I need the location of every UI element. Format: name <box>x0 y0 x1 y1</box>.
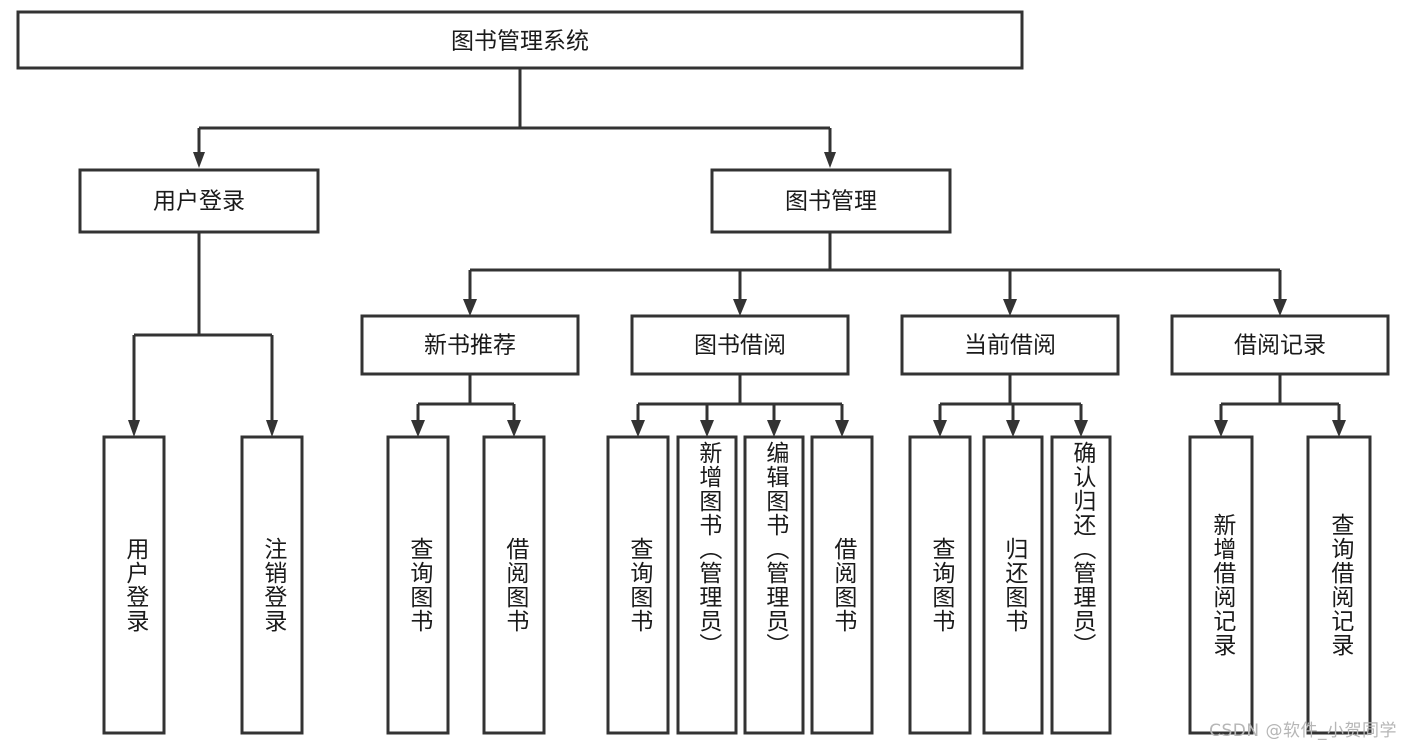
leaf-box-confirm-return-admin[interactable] <box>1050 435 1112 735</box>
connector-bookmgmt-to-level3 <box>463 232 1287 316</box>
node-root[interactable]: 图书管理系统 <box>16 10 1024 70</box>
leaf-box-logout[interactable] <box>240 435 304 735</box>
arrow-head-icon <box>1273 299 1287 316</box>
node-user-login-label: 用户登录 <box>153 189 245 215</box>
arrow-head-icon <box>700 420 714 437</box>
arrow-head-icon <box>733 299 747 316</box>
leaf-box-query-book-new[interactable] <box>386 435 450 735</box>
arrow-head-icon <box>266 420 278 437</box>
leaf-box-add-borrow-record[interactable] <box>1188 435 1254 735</box>
connector-current-to-leaves <box>933 374 1088 437</box>
arrow-head-icon <box>193 152 205 168</box>
leaf-box-query-borrow-record[interactable] <box>1306 435 1372 735</box>
connector-borrow-to-leaves <box>631 374 849 437</box>
node-book-borrow[interactable]: 图书借阅 <box>630 314 850 376</box>
leaf-box-add-book-admin[interactable] <box>676 435 738 735</box>
arrow-head-icon <box>463 299 477 316</box>
node-user-login[interactable]: 用户登录 <box>78 168 320 234</box>
arrow-head-icon <box>767 420 781 437</box>
leaf-box-borrow-book-new[interactable] <box>482 435 546 735</box>
connector-records-to-leaves <box>1214 374 1346 437</box>
node-book-management[interactable]: 图书管理 <box>710 168 952 234</box>
node-borrow-records-label: 借阅记录 <box>1234 333 1326 359</box>
arrow-head-icon <box>507 420 521 437</box>
arrow-head-icon <box>411 420 425 437</box>
arrow-head-icon <box>1003 299 1017 316</box>
leaf-box-query-book-current[interactable] <box>908 435 972 735</box>
connector-newbook-to-leaves <box>411 374 521 437</box>
node-book-borrow-label: 图书借阅 <box>694 333 786 359</box>
node-root-label: 图书管理系统 <box>451 29 589 55</box>
arrow-head-icon <box>1214 420 1228 437</box>
connector-usercenter-to-leaves <box>128 232 278 437</box>
connector-root-to-level2 <box>193 68 836 168</box>
arrow-head-icon <box>128 420 140 437</box>
leaf-box-query-book-borrow[interactable] <box>606 435 670 735</box>
arrow-head-icon <box>1074 420 1088 437</box>
node-book-management-label: 图书管理 <box>785 189 877 215</box>
node-new-book-recommend[interactable]: 新书推荐 <box>360 314 580 376</box>
node-new-book-recommend-label: 新书推荐 <box>424 333 516 359</box>
arrow-head-icon <box>824 152 836 168</box>
arrow-head-icon <box>1006 420 1020 437</box>
node-borrow-records[interactable]: 借阅记录 <box>1170 314 1390 376</box>
leaf-box-user-login[interactable] <box>102 435 166 735</box>
leaf-box-edit-book-admin[interactable] <box>743 435 805 735</box>
leaf-box-borrow-book[interactable] <box>810 435 874 735</box>
arrow-head-icon <box>1332 420 1346 437</box>
arrow-head-icon <box>933 420 947 437</box>
node-current-borrow-label: 当前借阅 <box>964 333 1056 359</box>
csdn-watermark: CSDN @软件_小贺同学 <box>1209 721 1397 741</box>
leaf-box-return-book[interactable] <box>982 435 1044 735</box>
arrow-head-icon <box>835 420 849 437</box>
arrow-head-icon <box>631 420 645 437</box>
node-current-borrow[interactable]: 当前借阅 <box>900 314 1120 376</box>
